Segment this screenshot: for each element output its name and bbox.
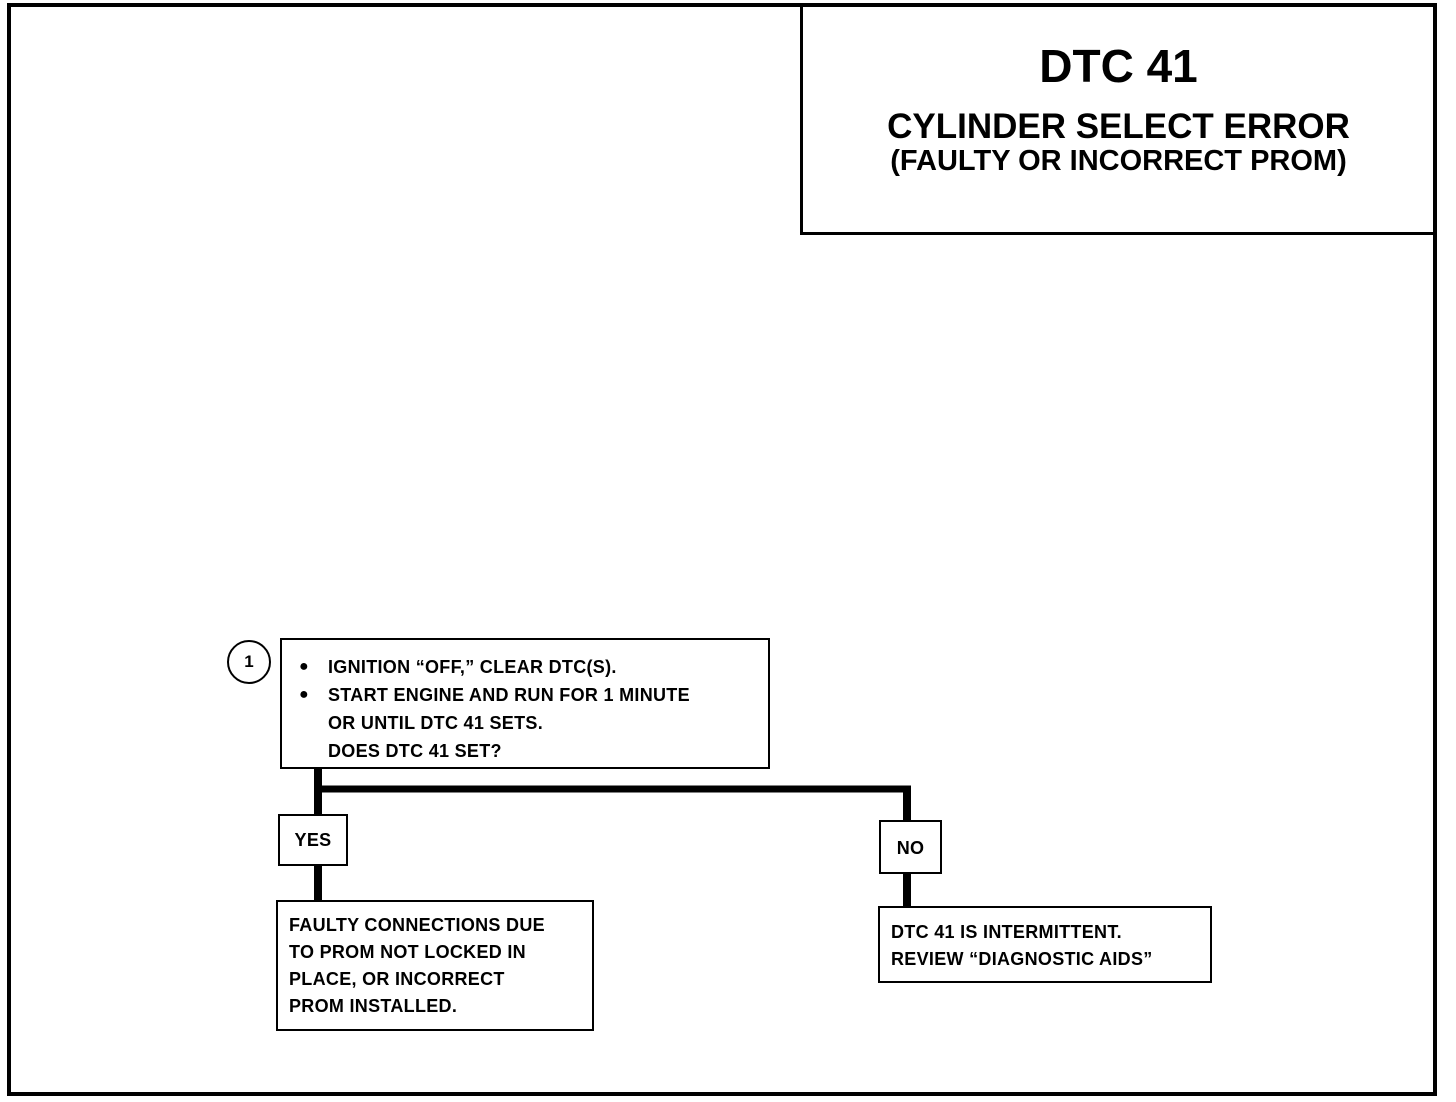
diagram-frame <box>7 3 1437 1096</box>
step-bullet-item: ● START ENGINE AND RUN FOR 1 MINUTE <box>294 681 768 709</box>
step-number-badge: 1 <box>227 640 271 684</box>
result-line: TO PROM NOT LOCKED IN <box>289 942 526 962</box>
dtc-code-title: DTC 41 <box>1039 40 1198 92</box>
step-question-box: ● IGNITION “OFF,” CLEAR DTC(S). ● START … <box>280 638 770 769</box>
no-result-box: DTC 41 IS INTERMITTENT. REVIEW “DIAGNOST… <box>878 906 1212 983</box>
bullet-icon: ● <box>299 686 309 703</box>
title-block: DTC 41 CYLINDER SELECT ERROR (FAULTY OR … <box>800 3 1437 235</box>
step-bullet-text: IGNITION “OFF,” CLEAR DTC(S). <box>328 657 617 677</box>
result-line: FAULTY CONNECTIONS DUE <box>289 915 545 935</box>
step-continuation-text: OR UNTIL DTC 41 SETS. <box>328 713 543 733</box>
bullet-icon: ● <box>299 658 309 675</box>
result-line: REVIEW “DIAGNOSTIC AIDS” <box>891 949 1153 969</box>
dtc-name-title: CYLINDER SELECT ERROR <box>887 107 1350 146</box>
result-line: PLACE, OR INCORRECT <box>289 969 505 989</box>
yes-branch-label: YES <box>278 814 348 866</box>
yes-result-box: FAULTY CONNECTIONS DUE TO PROM NOT LOCKE… <box>276 900 594 1031</box>
dtc-subtitle: (FAULTY OR INCORRECT PROM) <box>890 145 1347 177</box>
result-line: DTC 41 IS INTERMITTENT. <box>891 922 1122 942</box>
no-branch-label: NO <box>879 820 942 874</box>
step-bullet-text: START ENGINE AND RUN FOR 1 MINUTE <box>328 685 690 705</box>
result-line: PROM INSTALLED. <box>289 996 458 1016</box>
step-bullet-item: ● IGNITION “OFF,” CLEAR DTC(S). <box>294 653 768 681</box>
step-question-text: DOES DTC 41 SET? <box>328 741 502 761</box>
